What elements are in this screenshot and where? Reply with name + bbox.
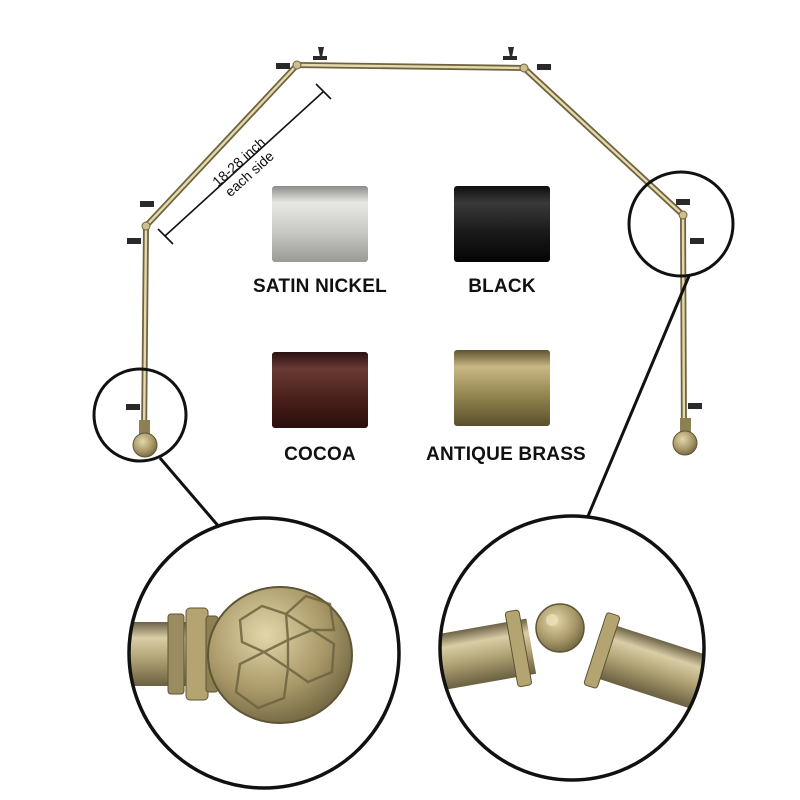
bracket-icon bbox=[508, 47, 514, 57]
callout-small-circle-right bbox=[627, 170, 735, 278]
bracket-icon bbox=[690, 238, 704, 244]
bracket-icon bbox=[688, 403, 702, 409]
rod-highlight bbox=[142, 63, 686, 441]
leader-line-right bbox=[581, 275, 691, 529]
dimension-line bbox=[164, 91, 324, 237]
finish-label-cocoa: COCOA bbox=[284, 444, 356, 465]
bracket-icon bbox=[537, 64, 551, 70]
finish-label-satin-nickel: SATIN NICKEL bbox=[253, 276, 387, 297]
bracket-icon bbox=[503, 56, 517, 60]
bracket-icon bbox=[140, 201, 154, 207]
finish-label-black: BLACK bbox=[468, 276, 536, 297]
zoom-connector bbox=[438, 514, 706, 782]
bracket-icon bbox=[126, 404, 140, 410]
bracket-icon bbox=[676, 199, 690, 205]
bracket-icon bbox=[276, 63, 290, 69]
small-finial-left bbox=[132, 420, 158, 458]
swatch-satin-nickel bbox=[272, 186, 368, 262]
connector-ball bbox=[535, 603, 585, 653]
swatch-black bbox=[454, 186, 550, 262]
dimension-tick bbox=[157, 228, 174, 245]
finish-label-antique-brass: ANTIQUE BRASS bbox=[426, 444, 586, 465]
callout-small-circle-left bbox=[92, 367, 188, 463]
rod-path bbox=[141, 62, 687, 441]
bracket-icon bbox=[318, 47, 324, 57]
swatch-antique-brass bbox=[454, 350, 550, 426]
callouts bbox=[92, 170, 735, 529]
swatch-cocoa bbox=[272, 352, 368, 428]
bay-window-rod bbox=[126, 47, 704, 458]
zoom-finial bbox=[127, 516, 401, 790]
rod-brackets bbox=[126, 47, 704, 410]
bracket-icon bbox=[127, 238, 141, 244]
faceted-finial-ball bbox=[207, 586, 353, 724]
bracket-icon bbox=[313, 56, 327, 60]
small-finial-right bbox=[672, 418, 698, 456]
leader-line-left bbox=[158, 457, 222, 529]
dimension-tick bbox=[315, 83, 332, 100]
rod-joints bbox=[141, 60, 688, 231]
